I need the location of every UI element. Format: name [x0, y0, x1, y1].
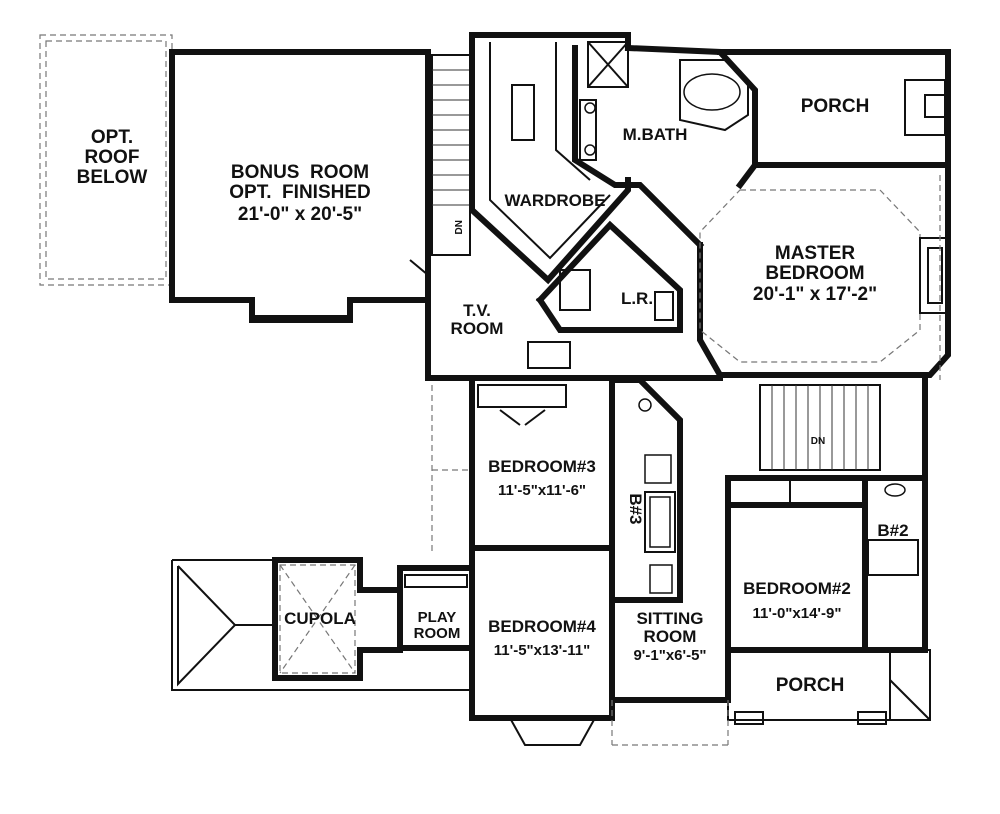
lower-roof-outline: [171, 559, 472, 691]
master-bedroom-label: MASTER BEDROOM: [765, 243, 865, 284]
lr-walls: [535, 220, 683, 333]
bedroom-2-dims: 11'-0"x14'-9": [752, 605, 842, 622]
bedroom-3-walls: [469, 377, 615, 551]
bath-2-label: B#2: [877, 521, 909, 540]
bonus-room-walls: [169, 49, 431, 323]
master-bedroom-dims: 20'-1" x 17'-2": [752, 284, 878, 305]
sitting-room-label: SITTING ROOM: [636, 609, 704, 646]
bonus-room-dims: 21'-0" x 20'-5": [237, 204, 363, 225]
lower-stair-dn-label: DN: [810, 436, 826, 447]
dashed-guides: [431, 175, 941, 746]
bedroom-4-label: BEDROOM#4: [488, 617, 596, 636]
wardrobe-label: WARDROBE: [504, 191, 606, 210]
wardrobe-walls: [469, 32, 631, 285]
tv-room-label: T.V. ROOM: [450, 301, 504, 338]
bath-3-label: B#3: [625, 493, 645, 525]
upper-stair-dn-label: DN: [453, 220, 465, 235]
lr-label: L.R.: [620, 289, 654, 308]
bedroom-4-walls: [469, 545, 615, 746]
cupola-label: CUPOLA: [284, 609, 356, 628]
porch-top-label: PORCH: [800, 96, 870, 117]
master-bath-walls: [572, 41, 758, 250]
lower-stair: [759, 375, 928, 478]
opt-roof-outline: [39, 34, 173, 286]
cupola-walls: [272, 557, 403, 681]
bonus-room-label: BONUS ROOM OPT. FINISHED: [229, 162, 371, 203]
play-room-label: PLAY ROOM: [413, 609, 461, 642]
opt-roof-label: OPT. ROOF BELOW: [76, 127, 148, 188]
porch-bottom-label: PORCH: [775, 675, 845, 696]
bedroom-3-label: BEDROOM#3: [488, 457, 596, 476]
bedroom-4-dims: 11'-5"x13'-11": [493, 642, 591, 659]
bedroom-2-walls: [725, 475, 928, 653]
master-bath-label: M.BATH: [622, 125, 688, 144]
master-bedroom-walls: [697, 162, 951, 378]
bath-3-walls: [609, 377, 683, 603]
sitting-room-dims: 9'-1"x6'-5": [633, 647, 707, 664]
porch-top-walls: [717, 49, 951, 168]
bedroom-3-dims: 11'-5"x11'-6": [497, 482, 587, 499]
bedroom-2-label: BEDROOM#2: [743, 579, 851, 598]
